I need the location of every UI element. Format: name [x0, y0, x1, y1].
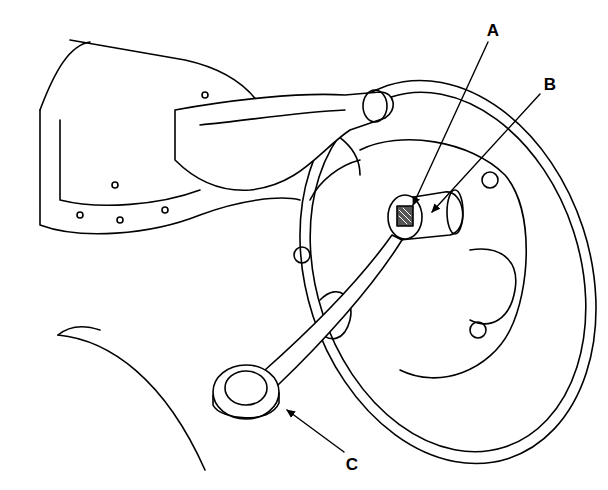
callout-letter: B — [544, 76, 556, 93]
callout-letter: C — [346, 456, 358, 473]
callout-letter: A — [487, 22, 499, 39]
